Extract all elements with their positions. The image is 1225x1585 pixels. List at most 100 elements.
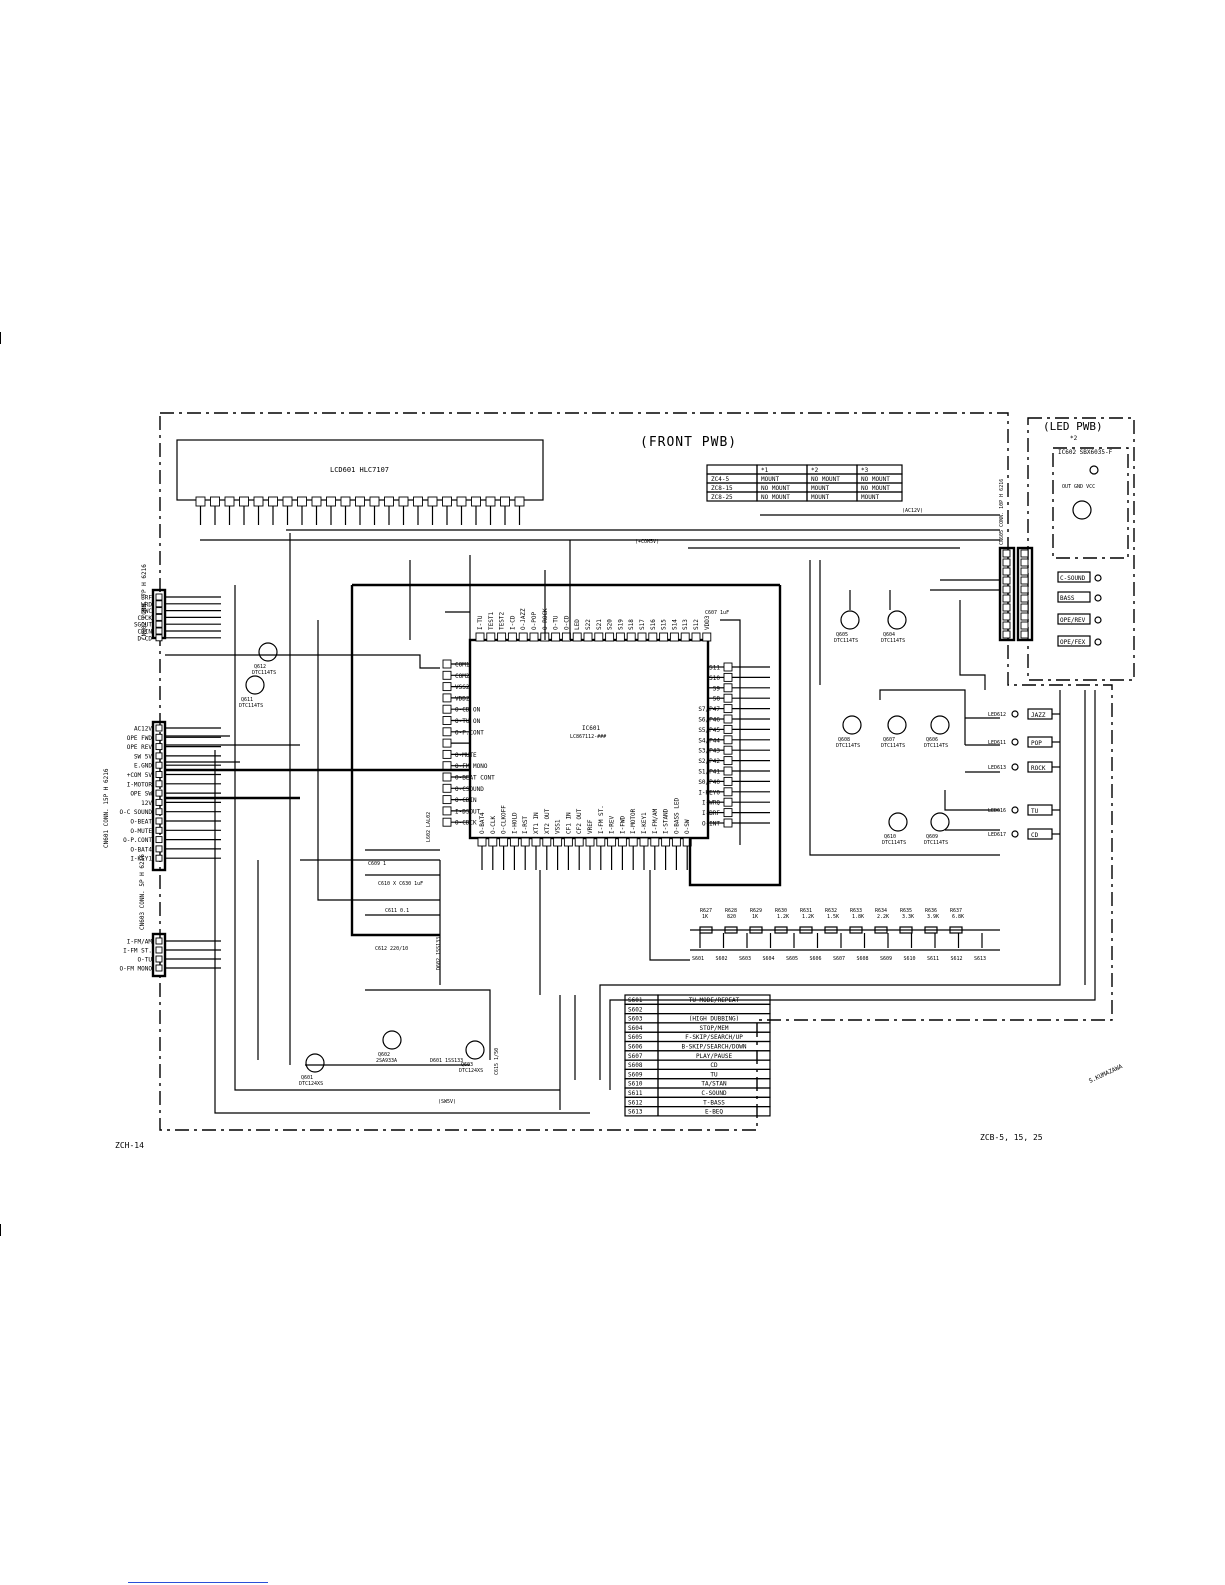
transistor-ref: Q606: [926, 737, 938, 743]
transistor-symbol: [840, 610, 860, 630]
ic601-left-pin-label: O-CD ON: [455, 707, 481, 714]
ledpwb-label: OPE/FEX: [1060, 639, 1086, 646]
switch-ref: S612: [628, 1099, 643, 1106]
ladder-switch-ref: S606: [810, 956, 822, 962]
ic601-top-pin: [669, 632, 679, 642]
ic601-bottom-pin: [520, 837, 530, 847]
ledpwb-led-icon: [1094, 638, 1102, 646]
ic601-left-pin-label: COM2: [455, 673, 470, 680]
ic601-top-pin: [594, 632, 604, 642]
ladder-resistor-ref: R631: [800, 908, 812, 914]
cn605b-pin: [1020, 612, 1029, 621]
ic601-right-pin-label: S7/P47: [698, 706, 720, 713]
ic601-right-pin-label: I-WRQ: [702, 800, 720, 807]
ladder-switch-ref: S607: [833, 956, 845, 962]
lcd-pin: [485, 496, 496, 507]
transistor-symbol: [465, 1040, 485, 1060]
ladder-switch-ref: S612: [951, 956, 963, 962]
ic601-bottom-pin-label: VREF: [587, 819, 594, 834]
ic601-right-pin: [723, 735, 733, 745]
cn605b-pin: [1020, 567, 1029, 576]
led-label: JAZZ: [1031, 712, 1046, 719]
ic601-top-pin: [680, 632, 690, 642]
connector-pin: [155, 752, 163, 760]
ic601-left-pin-label: O-CSOUND: [455, 786, 484, 793]
lcd-pin: [471, 496, 481, 507]
ac12v-label: (AC12V): [902, 508, 923, 514]
switch-function: B-SKIP/SEARCH/DOWN: [681, 1044, 746, 1051]
ic601-top-pin: [572, 632, 582, 642]
mount-table-text: ZC8-15: [711, 485, 733, 492]
ic601-bottom-pin-label: I-FWD: [619, 816, 626, 834]
sw5v-label-bottom: (SW5V): [438, 1099, 456, 1105]
ladder-resistor-ref: R628: [725, 908, 737, 914]
ic601-top-pin: [583, 632, 593, 642]
transistor-part: DTC124XS: [459, 1068, 483, 1074]
ic601-bottom-pin: [531, 837, 541, 847]
mount-table-text: MOUNT: [811, 485, 829, 492]
ic601-right-pin: [723, 745, 733, 755]
lcd-pin: [297, 496, 307, 507]
lcd-pin: [311, 496, 322, 507]
ic601-bottom-pin: [650, 837, 660, 847]
ic601-left-pin: [442, 704, 452, 714]
ladder-resistor: [899, 926, 913, 934]
ladder-resistor-value: 6.8K: [952, 914, 964, 920]
cn605-pin: [1002, 585, 1011, 594]
lcd-pin: [398, 496, 409, 507]
switch-function: (HIGH DUBBING): [689, 1016, 740, 1023]
cn605b-pin: [1020, 585, 1029, 594]
connector-pin-label: I-FM/AM: [127, 939, 153, 946]
connector-pin-label: OPE FWD: [127, 735, 153, 742]
mount-table-text: MOUNT: [811, 494, 829, 501]
front-pwb-title: (FRONT PWB): [640, 435, 737, 450]
ladder-resistor: [774, 926, 788, 934]
connector-pin: [155, 627, 163, 635]
ic601-bottom-pin: [574, 837, 584, 847]
ledpwb-led-icon: [1094, 594, 1102, 602]
led-icon: [1011, 830, 1019, 838]
ic601-top-pin-label: I-CD: [509, 615, 516, 630]
ladder-resistor: [749, 926, 763, 934]
ledpwb-led-icon: [1094, 616, 1102, 624]
connector-pin: [155, 826, 163, 834]
connector-pin-label: O-P.CONT: [123, 837, 152, 844]
transistor-ref: Q605: [836, 632, 848, 638]
cn605b-pin: [1020, 558, 1029, 567]
led-icon: [1011, 763, 1019, 771]
lcd-pin: [210, 496, 220, 507]
ic601-right-pin: [723, 704, 733, 714]
connector-pin-label: I-FM ST.: [123, 948, 152, 955]
transistor-ref: Q602: [378, 1052, 390, 1058]
ledpwb-label-box: [1057, 613, 1091, 625]
switch-function: F-SKIP/SEARCH/UP: [685, 1034, 743, 1041]
led-ref: LED617: [988, 832, 1006, 838]
connector-pin-label: 12V: [141, 800, 152, 807]
transistor-symbol: [305, 1053, 325, 1073]
lcd-pin: [500, 496, 510, 507]
ic601-bottom-pin-label: O-BAT4: [479, 812, 486, 834]
switch-ref: S606: [628, 1044, 643, 1051]
lcd-pin: [282, 496, 293, 507]
switch-table-cell: [657, 1003, 771, 1015]
connector-pin-label: BRF: [141, 595, 152, 602]
c610-label: C610 X C630 1uF: [378, 881, 423, 887]
ic601-bottom-pin: [553, 837, 563, 847]
cn603-label: CN603 CONN. 5P H 6216: [139, 854, 146, 930]
ic601-top-pin-label: S16: [650, 619, 657, 630]
connector-pin: [155, 743, 163, 751]
ic601-bottom-pin: [488, 837, 498, 847]
ic601-bottom-pin: [607, 837, 617, 847]
connector-pin-label: O-C SOUND: [119, 809, 152, 816]
ladder-resistor-value: 1K: [702, 914, 708, 920]
switch-function: CD: [710, 1062, 718, 1069]
ic601-right-pin-label: S5/P45: [698, 727, 720, 734]
ladder-switch-ref: S609: [880, 956, 892, 962]
cn605b-body: [1016, 546, 1034, 642]
transistor-part: DTC114TS: [924, 840, 948, 846]
com5v-label-top: (+COM5V): [635, 539, 659, 545]
led-label: ROCK: [1031, 765, 1046, 772]
ic601-bottom-pin: [499, 837, 509, 847]
ic601-top-pin: [648, 632, 658, 642]
